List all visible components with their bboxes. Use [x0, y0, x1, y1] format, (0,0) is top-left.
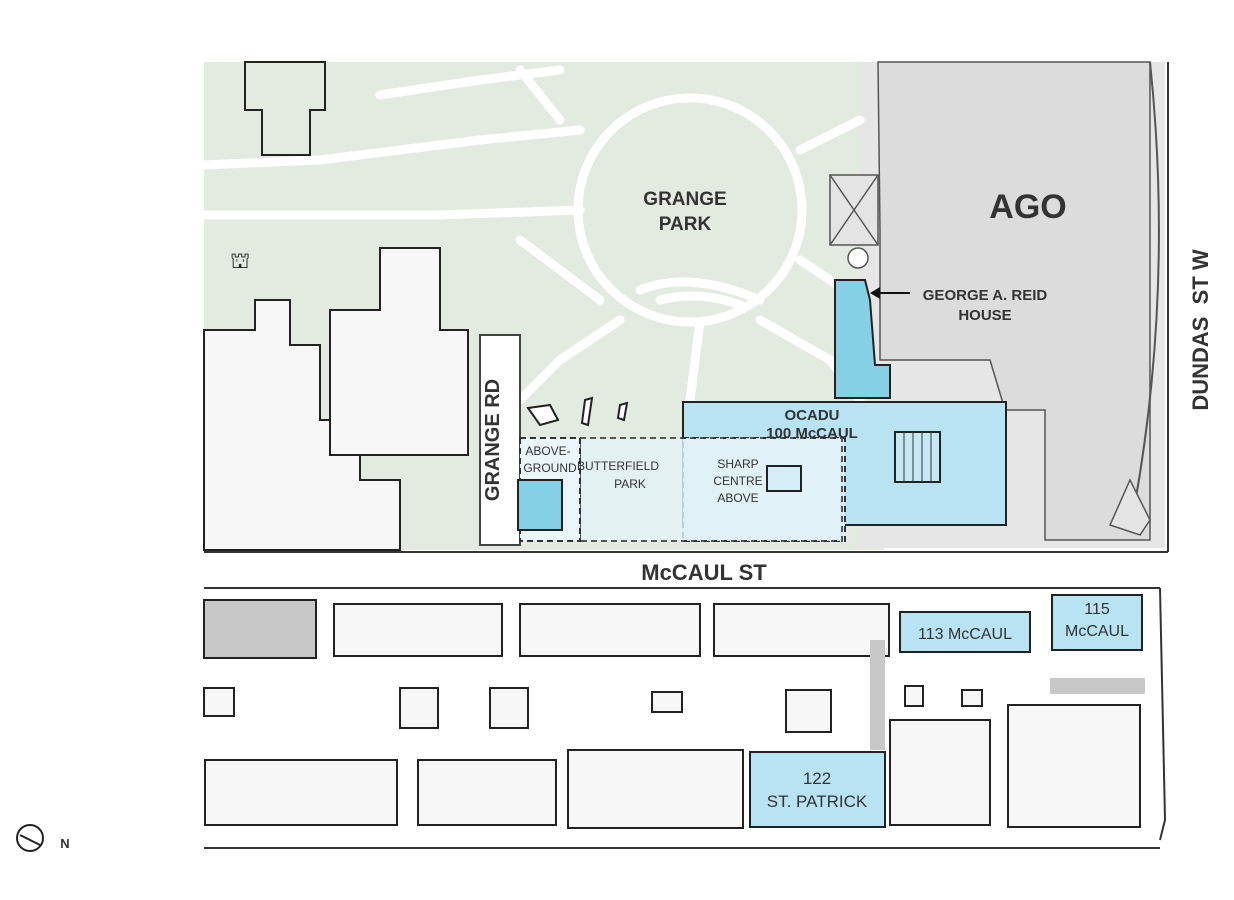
sharp-label-3: ABOVE	[717, 491, 758, 505]
mccaul-115-label-1: 115	[1084, 601, 1110, 618]
park-icon: ⛫	[230, 248, 250, 273]
st-patrick-label-1: 122	[803, 769, 831, 788]
sharp-label-1: SHARP	[717, 457, 758, 471]
street-edges	[204, 62, 1169, 589]
st-patrick-122	[749, 751, 886, 828]
ago-building	[829, 61, 1160, 541]
st-patrick-label-2: ST. PATRICK	[767, 792, 868, 811]
mccaul-113-label: 113 McCAUL	[918, 626, 1012, 643]
skylight	[894, 431, 941, 483]
reid-label-1: GEORGE A. REID	[923, 287, 1048, 304]
grange-park-label-2: PARK	[659, 214, 712, 235]
grey-building	[203, 599, 317, 659]
reid-label-2: HOUSE	[958, 307, 1011, 324]
park-features: ⛫	[230, 248, 629, 427]
sharp-centre-box	[766, 465, 802, 492]
above-ground-building	[517, 479, 563, 531]
mccaul-113	[899, 611, 1031, 653]
building-left-2	[329, 247, 469, 456]
building-top-left	[244, 61, 326, 156]
reid-arrow	[870, 287, 910, 299]
above-ground-label-1: ABOVE-	[525, 444, 570, 458]
left-buildings	[203, 61, 521, 551]
north-arrow-icon: N	[16, 824, 70, 852]
building-left-1	[203, 299, 401, 551]
sharp-label-2: CENTRE	[713, 474, 762, 488]
compass-label: N	[60, 836, 69, 851]
above-ground-label-2: GROUND	[523, 461, 577, 475]
grange-rd-label: GRANGE RD	[482, 379, 504, 501]
butterfield-label-1: BUTTERFIELD	[577, 459, 659, 473]
ocadu-buildings	[517, 279, 1007, 542]
mccaul-115	[1051, 594, 1143, 651]
dundas-street-label: DUNDAS ST W	[1188, 249, 1213, 411]
ago-label: AGO	[989, 188, 1066, 226]
ocadu-label-2: 100 McCAUL	[766, 425, 858, 442]
grange-park-label-1: GRANGE	[643, 189, 726, 210]
mccaul-115-label-2: McCAUL	[1065, 623, 1129, 640]
park-paths	[199, 65, 865, 405]
south-blocks	[203, 587, 1167, 849]
butterfield-label-2: PARK	[614, 477, 646, 491]
mccaul-street-label: McCAUL ST	[641, 560, 767, 585]
george-reid-house	[834, 279, 891, 399]
ocadu-label-1: OCADU	[785, 407, 840, 424]
skylight-lines	[903, 432, 932, 482]
